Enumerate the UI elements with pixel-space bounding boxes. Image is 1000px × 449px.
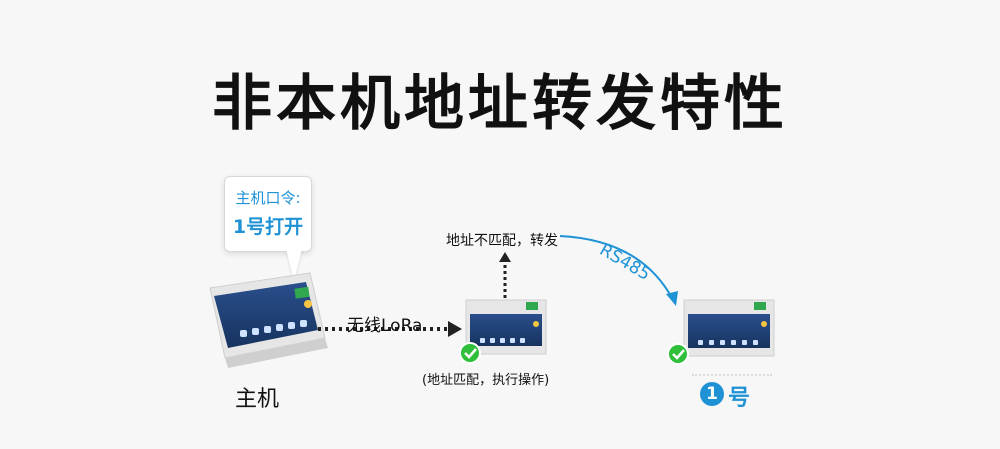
command-bubble: 主机口令: 1号打开 [224, 176, 312, 252]
host-label: 主机 [235, 387, 280, 412]
match-label: (地址匹配，执行操作) [422, 373, 550, 388]
target-check-icon [667, 343, 689, 365]
bubble-command-value: 1号打开 [232, 216, 304, 238]
bubble-tail [286, 249, 302, 281]
lora-label: 无线LoRa [347, 316, 423, 336]
page-title: 非本机地址转发特性 [212, 69, 788, 139]
target-divider [692, 374, 772, 376]
relay-check-icon [459, 342, 481, 364]
lora-arrow-head [448, 321, 462, 337]
target-number-badge: 1 [700, 382, 724, 406]
host-device [209, 272, 328, 368]
bubble-command-label: 主机口令: [235, 189, 301, 207]
target-number-suffix: 号 [728, 386, 751, 411]
rs485-arrow-head [666, 291, 678, 306]
forward-label: 地址不匹配，转发 [446, 233, 558, 249]
relay-device [465, 299, 547, 355]
forward-arrow-head [499, 252, 511, 262]
target-device [683, 299, 775, 357]
rs485-arrow-line [559, 235, 673, 299]
